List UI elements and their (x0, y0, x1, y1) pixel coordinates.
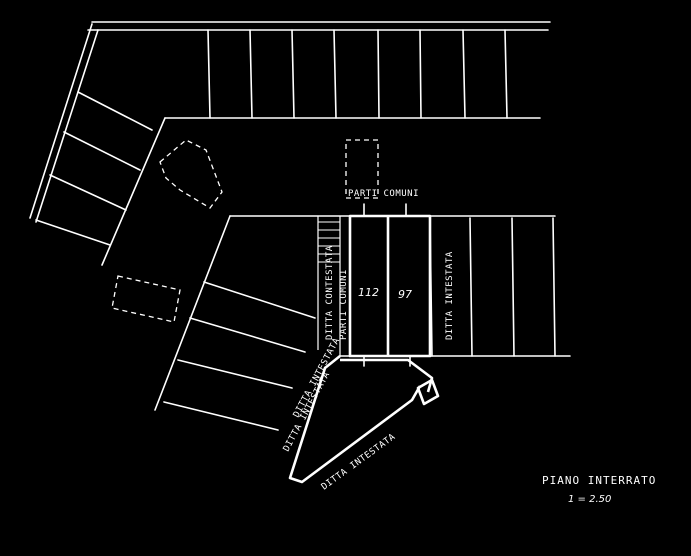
label-box-112: 112 (358, 286, 379, 299)
upper-left-parking-bays (29, 23, 166, 266)
drawing-labels: PARTI COMUNI 112 97 DITTA CONTESTATA PAR… (282, 189, 656, 505)
dashed-pillar-outline (159, 139, 223, 209)
label-ramp-left: DITTA INTESTATA (282, 370, 333, 453)
label-ramp-upper: DITTA INTESTATA (292, 336, 343, 419)
top-parking-row (87, 21, 551, 119)
label-box-97: 97 (398, 288, 412, 301)
ramp-boundary (288, 354, 440, 484)
left-center-parking-bays (154, 215, 316, 431)
label-strip-inner: PARTI COMUNI (339, 269, 349, 340)
drawing-scale: 1 = 2.50 (568, 494, 611, 505)
storage-boxes (348, 203, 432, 367)
hatched-strip (317, 216, 341, 356)
drawing-title: PIANO INTERRATO (542, 474, 656, 487)
label-strip-right: DITTA INTESTATA (445, 251, 455, 340)
middle-right-parking-row (229, 215, 571, 357)
label-strip-outer: DITTA CONTESTATA (325, 245, 335, 340)
dashed-box-left (111, 275, 181, 323)
label-parti-comuni-top: PARTI COMUNI (348, 189, 419, 199)
